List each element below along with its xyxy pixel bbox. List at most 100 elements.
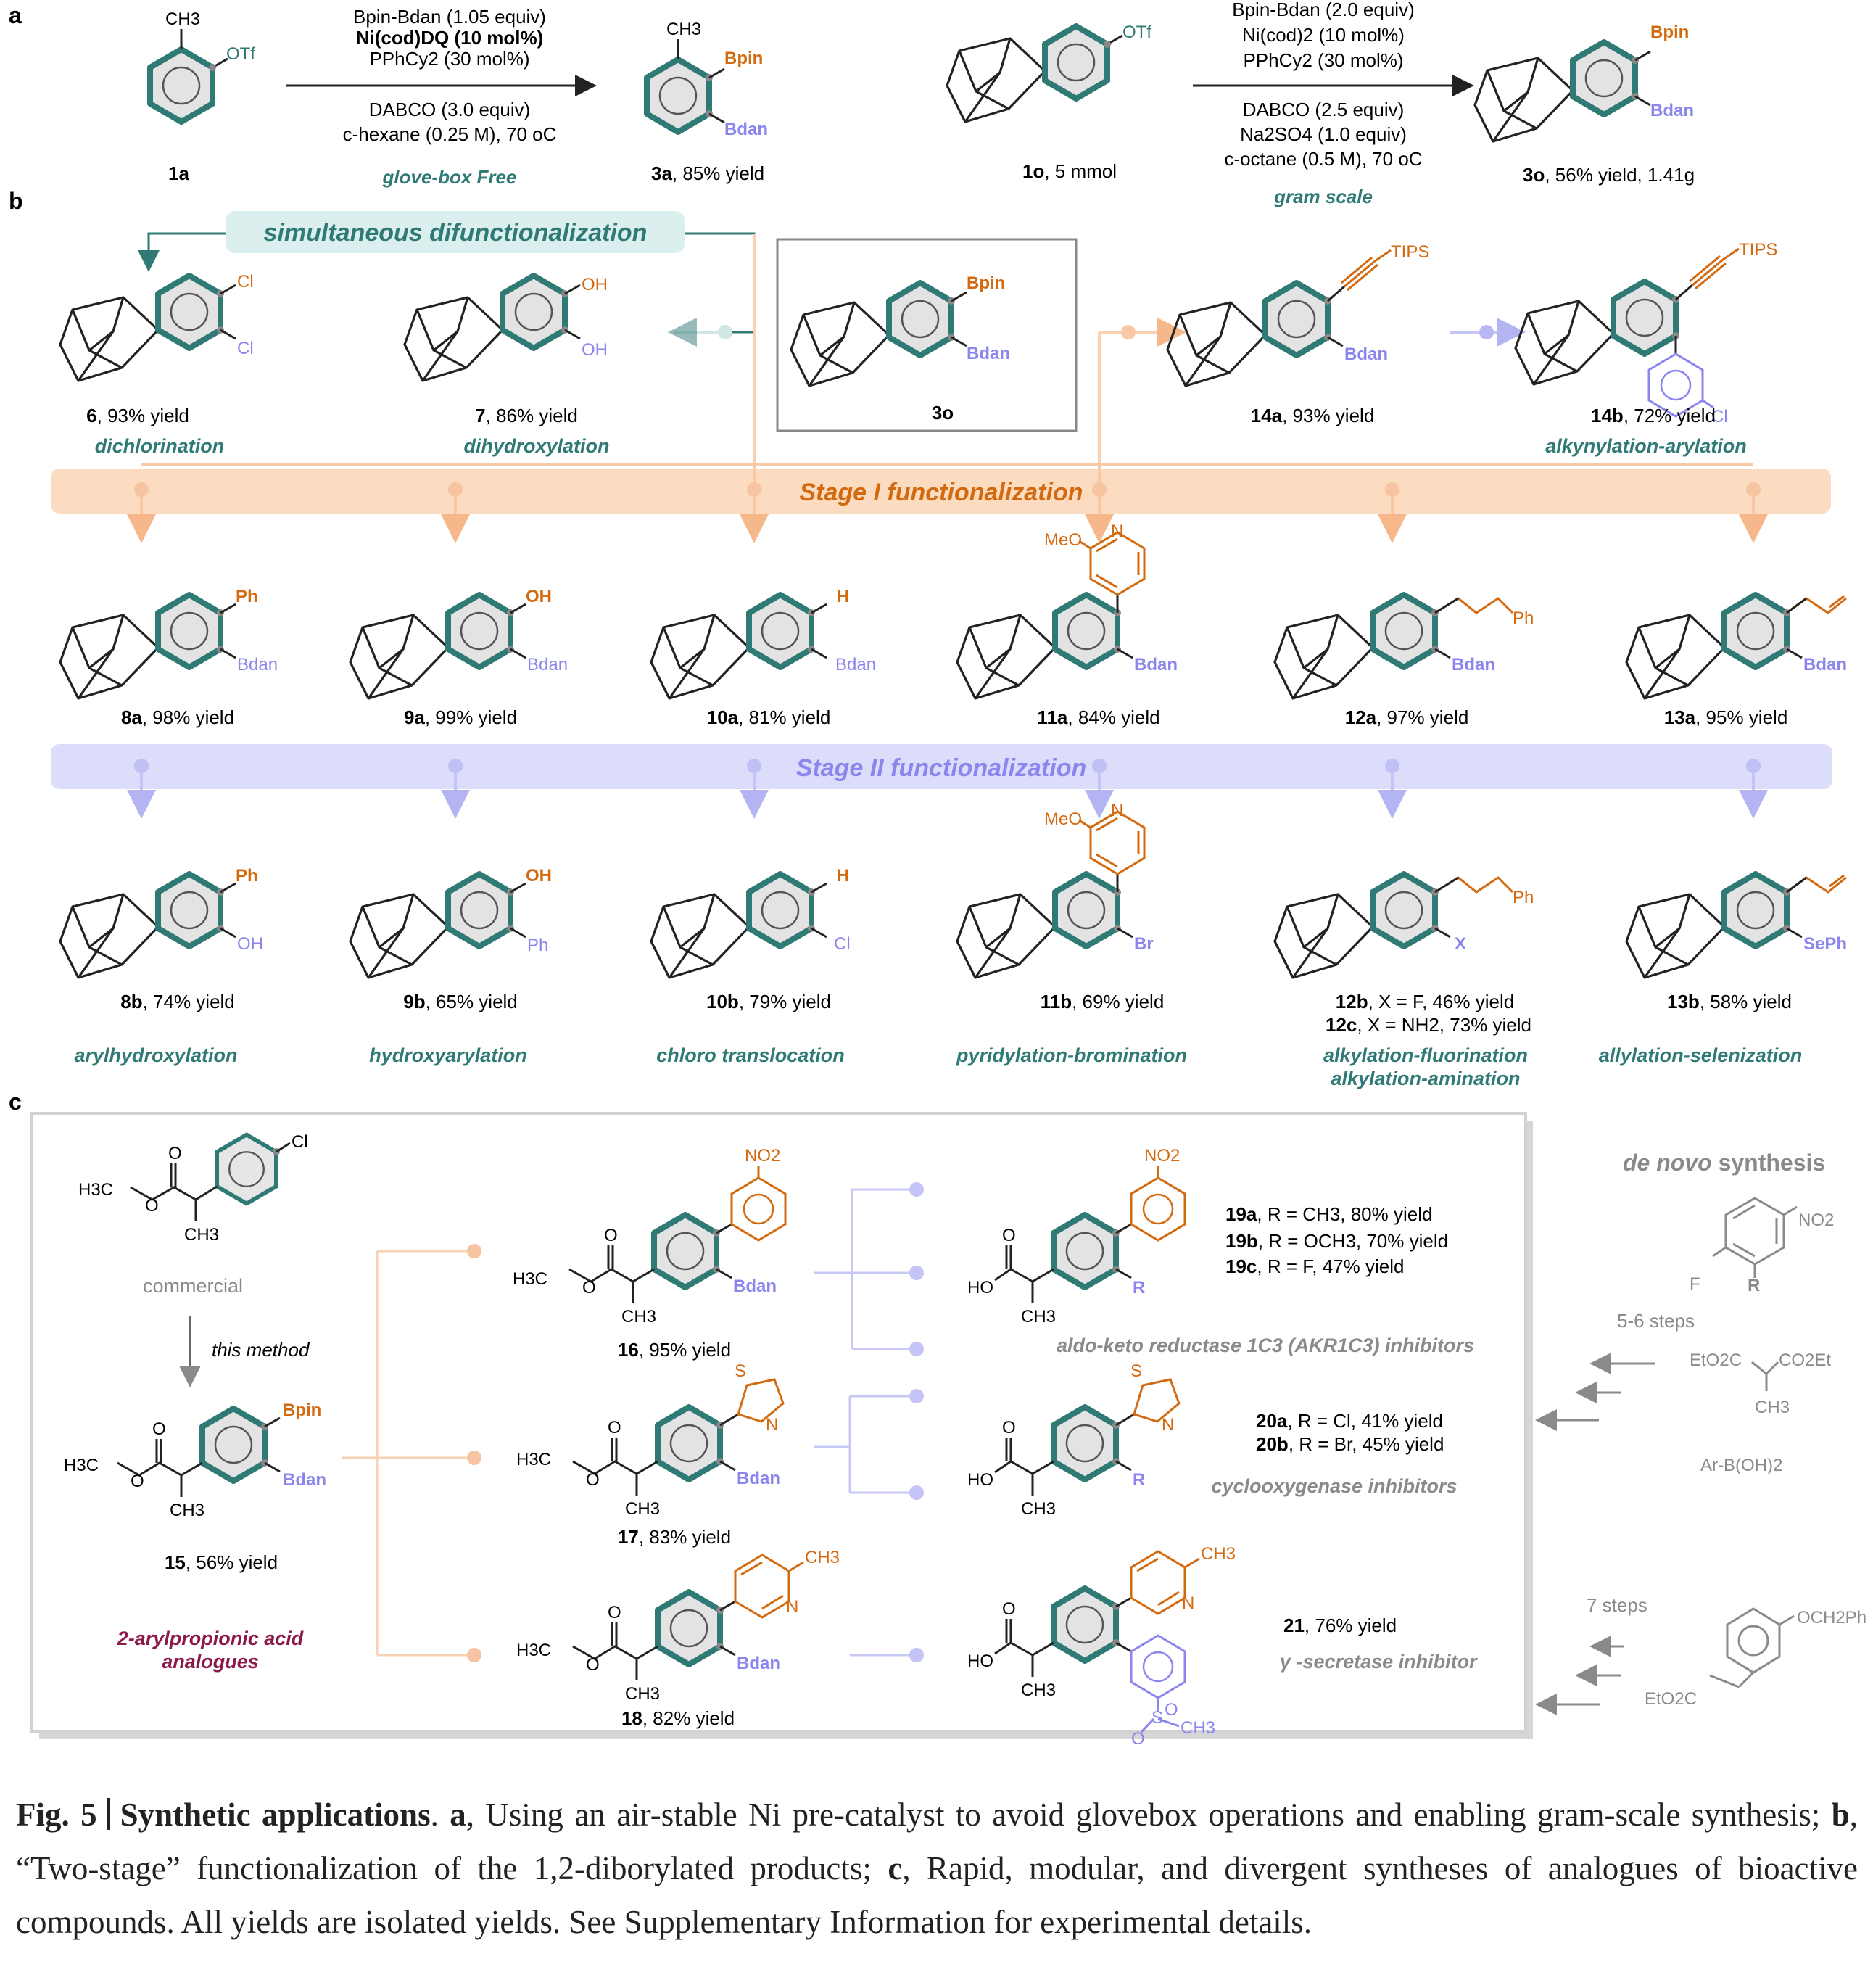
panel-c-box	[30, 1112, 1527, 1733]
svg-text:Ni(cod)DQ (10 mol%): Ni(cod)DQ (10 mol%)	[356, 27, 544, 49]
label-8a: 8a, 98% yield	[121, 706, 234, 728]
svg-text:HO: HO	[967, 1278, 993, 1298]
label-3o-a: 3o, 56% yield, 1.41g	[1523, 164, 1695, 186]
svg-text:chloro translocation: chloro translocation	[656, 1044, 845, 1066]
svg-text:O: O	[582, 1278, 596, 1298]
svg-text:N: N	[1111, 521, 1123, 541]
label-11b: 11b, 69% yield	[1041, 991, 1165, 1012]
svg-text:R: R	[1748, 1276, 1760, 1295]
svg-text:S: S	[1151, 1708, 1163, 1728]
svg-text:Bdan: Bdan	[283, 1470, 326, 1490]
svg-text:R: R	[1133, 1278, 1145, 1298]
svg-text:20b, R = Br, 45% yield: 20b, R = Br, 45% yield	[1256, 1433, 1444, 1455]
svg-text:analogues: analogues	[162, 1651, 259, 1673]
compound-13a: Bdan	[1724, 595, 1847, 675]
label-13b: 13b, 58% yield	[1667, 991, 1792, 1012]
compound-13b: SePh	[1724, 874, 1847, 954]
yields-19: 19a, R = CH3, 80% yield 19b, R = OCH3, 7…	[1225, 1203, 1448, 1277]
svg-text:Cl: Cl	[237, 339, 254, 358]
svg-text:HO: HO	[967, 1651, 993, 1671]
svg-text:R: R	[1133, 1470, 1145, 1490]
svg-text:O: O	[1165, 1700, 1178, 1720]
svg-text:CH3: CH3	[1021, 1680, 1056, 1700]
label-14a: 14a, 93% yield	[1251, 405, 1375, 426]
svg-text:Ni(cod)2 (10 mol%): Ni(cod)2 (10 mol%)	[1242, 24, 1405, 46]
svg-text:H: H	[837, 866, 849, 886]
svg-text:Bpin: Bpin	[967, 273, 1005, 293]
compound-14b: TIPS Cl	[1613, 240, 1777, 426]
label-1o: 1o, 5 mmol	[1022, 160, 1117, 182]
compound-6: Cl Cl	[158, 272, 254, 358]
caption-title: Synthetic applications	[120, 1797, 431, 1833]
compound-21: CH3 N S O O CH3 HO O CH3	[967, 1544, 1236, 1749]
svg-text:CH3: CH3	[625, 1684, 660, 1704]
svg-text:O: O	[152, 1419, 166, 1439]
svg-text:c-hexane (0.25 M), 70 oC: c-hexane (0.25 M), 70 oC	[343, 123, 557, 145]
svg-text:N: N	[1182, 1593, 1194, 1613]
svg-text:alkynylation-arylation: alkynylation-arylation	[1545, 435, 1747, 457]
svg-text:arylhydroxylation: arylhydroxylation	[74, 1044, 237, 1066]
denovo-sm1	[1712, 1197, 1798, 1278]
label-9a: 9a, 99% yield	[404, 706, 517, 728]
svg-text:Ph: Ph	[1513, 609, 1534, 628]
svg-text:X: X	[1455, 934, 1466, 954]
svg-text:O: O	[608, 1603, 621, 1622]
note-gram-scale: gram scale	[1273, 186, 1373, 207]
svg-text:Bdan: Bdan	[1452, 655, 1495, 675]
label-12a: 12a, 97% yield	[1345, 706, 1469, 728]
label-13a: 13a, 95% yield	[1664, 706, 1788, 728]
svg-text:Ph: Ph	[236, 866, 258, 886]
svg-text:NO2: NO2	[1144, 1146, 1180, 1166]
svg-text:CH3: CH3	[184, 1225, 219, 1245]
svg-text:H: H	[837, 587, 849, 606]
svg-text:Ph: Ph	[236, 587, 258, 606]
svg-text:OH: OH	[237, 934, 263, 954]
svg-text:MeO: MeO	[1044, 809, 1082, 829]
svg-text:19a, R = CH3, 80% yield: 19a, R = CH3, 80% yield	[1225, 1203, 1432, 1225]
svg-text:O: O	[1131, 1729, 1145, 1749]
svg-text:O: O	[586, 1470, 600, 1490]
compound-3o-a: Bpin Bdan	[1573, 22, 1694, 120]
svg-text:CH3: CH3	[621, 1307, 656, 1327]
svg-text:CH3: CH3	[625, 1499, 660, 1519]
svg-text:CH3: CH3	[1201, 1544, 1236, 1564]
svg-text:O: O	[586, 1655, 600, 1675]
svg-text:HO: HO	[967, 1470, 993, 1490]
label-10b: 10b, 79% yield	[706, 991, 831, 1012]
denovo-steps1: 5-6 steps	[1617, 1310, 1695, 1332]
svg-text:simultaneous difunctionalizati: simultaneous difunctionalization	[264, 219, 648, 247]
svg-text:dihydroxylation: dihydroxylation	[463, 435, 609, 457]
svg-text:PPhCy2 (30 mol%): PPhCy2 (30 mol%)	[369, 48, 529, 70]
label-3a: 3a, 85% yield	[651, 162, 764, 184]
svg-text:H3C: H3C	[78, 1180, 113, 1200]
compound-16: NO2 Bdan H3C O O CH3	[513, 1146, 787, 1327]
adamantane-1o	[946, 37, 1046, 123]
svg-text:alkylation-fluorination: alkylation-fluorination	[1323, 1044, 1528, 1066]
svg-text:dichlorination: dichlorination	[95, 435, 225, 457]
label-1a: 1a	[168, 162, 189, 184]
compound-12a: Ph Bdan	[1373, 595, 1534, 675]
svg-text:H3C: H3C	[516, 1641, 551, 1660]
svg-text:CH3: CH3	[666, 20, 701, 39]
compound-18: CH3 N Bdan H3C O O CH3	[516, 1548, 840, 1704]
svg-text:O: O	[168, 1144, 182, 1163]
svg-text:O: O	[1002, 1599, 1016, 1619]
svg-text:hydroxyarylation: hydroxyarylation	[369, 1044, 527, 1066]
svg-text:Cl: Cl	[237, 272, 254, 292]
svg-text:OH: OH	[526, 587, 552, 606]
compound-19: NO2 R HO O CH3	[967, 1146, 1186, 1327]
label-gamma-secretase: γ -secretase inhibitor	[1280, 1651, 1478, 1673]
svg-text:O: O	[145, 1196, 159, 1216]
compound-10a: H Bdan	[749, 587, 876, 675]
svg-text:Cl: Cl	[292, 1132, 308, 1152]
svg-text:Na2SO4 (1.0 equiv): Na2SO4 (1.0 equiv)	[1240, 123, 1407, 145]
svg-text:H3C: H3C	[516, 1450, 551, 1469]
caption-fig: Fig. 5	[16, 1797, 97, 1833]
svg-text:allylation-selenization: allylation-selenization	[1599, 1044, 1803, 1066]
svg-text:N: N	[786, 1597, 798, 1617]
label-11a: 11a, 84% yield	[1037, 706, 1159, 728]
yields-20: 20a, R = Cl, 41% yield 20b, R = Br, 45% …	[1256, 1410, 1444, 1455]
svg-text:DABCO (3.0 equiv): DABCO (3.0 equiv)	[369, 99, 531, 120]
svg-text:DABCO (2.5 equiv): DABCO (2.5 equiv)	[1243, 99, 1405, 120]
label-6: 6, 93% yield	[86, 405, 189, 426]
